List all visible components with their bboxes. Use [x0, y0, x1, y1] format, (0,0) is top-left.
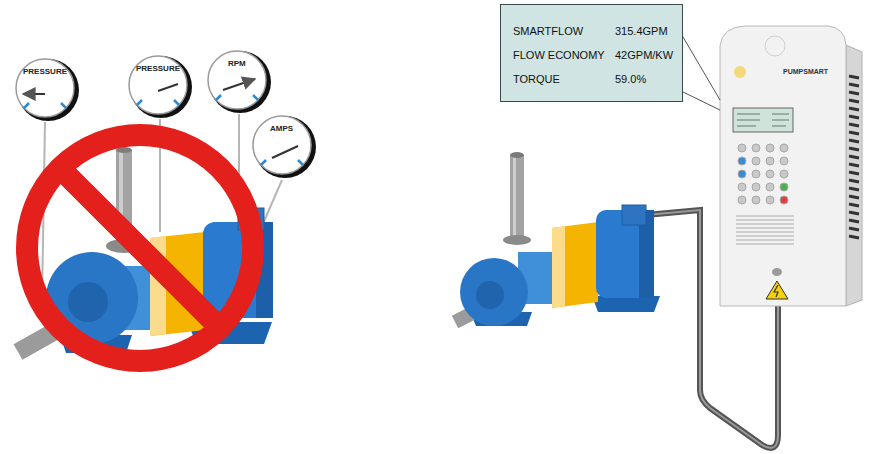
front-vents — [736, 216, 794, 244]
gauge-label: AMPS — [270, 125, 293, 133]
gauge-face — [250, 113, 318, 181]
readout-value: 59.0% — [615, 74, 646, 85]
brand-label: PUMPSMART — [783, 68, 828, 75]
key — [752, 196, 760, 204]
terminal-box — [622, 205, 646, 225]
pipe-end — [510, 152, 524, 158]
gauge-ticks — [216, 95, 258, 100]
prohibition-ring — [27, 135, 253, 361]
readout-value: 42GPM/KW — [615, 50, 673, 61]
stop-key — [780, 196, 788, 204]
drive-unit — [720, 26, 862, 306]
top-dome — [765, 36, 785, 56]
readout-name: SMARTFLOW — [513, 26, 583, 37]
gauge-label: PRESSURE — [23, 68, 67, 76]
key — [738, 170, 746, 178]
gauge-face — [205, 48, 273, 116]
drive-side — [846, 45, 862, 306]
pipe-highlight — [513, 155, 516, 240]
gauge-needle — [223, 79, 255, 90]
readout-callout: SMARTFLOW 315.4GPM FLOW ECONOMY 42GPM/KW TOR… — [500, 4, 683, 102]
gauge-dial — [16, 59, 74, 117]
gauge-needle — [158, 84, 178, 91]
key — [752, 157, 760, 165]
rpm-gauge: RPM — [205, 48, 273, 116]
pressure-gauge: PRESSURE — [13, 56, 81, 124]
maker-logo — [734, 66, 746, 78]
gauge-rim — [130, 56, 192, 118]
key — [766, 183, 774, 191]
pipe-flange — [503, 235, 531, 245]
key — [766, 170, 774, 178]
prohibition-sign — [27, 135, 253, 361]
gauge-ticks — [24, 103, 66, 108]
indicator-lamp — [772, 268, 782, 276]
gauge-label: PRESSURE — [136, 65, 180, 73]
gauge-rim — [17, 59, 79, 121]
gauge-label: RPM — [228, 60, 246, 68]
discharge-pipe — [510, 155, 524, 240]
key — [738, 196, 746, 204]
volute-eye — [68, 282, 108, 322]
drive-housing: PUMPSMART — [720, 26, 862, 306]
key — [766, 157, 774, 165]
gauge-rim — [254, 116, 316, 178]
amps-gauge: AMPS — [250, 113, 318, 181]
warning-triangle — [766, 281, 788, 299]
key — [738, 144, 746, 152]
gauge-needle — [23, 93, 45, 95]
side-vents — [849, 76, 859, 238]
warning-bolt — [774, 285, 778, 297]
volute-eye — [476, 281, 504, 309]
gauge-dial — [129, 56, 187, 114]
readout-name: TORQUE — [513, 74, 560, 85]
pump-volute — [460, 258, 528, 326]
key — [752, 144, 760, 152]
key — [752, 170, 760, 178]
key — [780, 157, 788, 165]
readout-name: FLOW ECONOMY — [513, 50, 605, 61]
motor-foot — [592, 296, 660, 312]
readout-value: 315.4GPM — [615, 26, 668, 37]
gauge-needle — [272, 146, 298, 158]
right-pump — [455, 152, 660, 326]
gauge-rim — [209, 51, 271, 113]
display-lines — [737, 114, 789, 126]
prohibition-slash — [60, 168, 220, 328]
gauge-ticks — [137, 100, 179, 105]
guard-face — [552, 226, 565, 308]
keypad — [738, 144, 788, 204]
key — [766, 196, 774, 204]
gauge-face — [126, 53, 194, 121]
key — [738, 183, 746, 191]
gauge-dial — [253, 116, 311, 174]
drive-front — [720, 26, 846, 306]
start-key — [780, 183, 788, 191]
gauge-ticks — [261, 160, 303, 165]
key — [752, 183, 760, 191]
zoom-leader — [683, 92, 720, 110]
drive-display — [733, 108, 793, 132]
pole — [262, 180, 282, 226]
key — [738, 157, 746, 165]
key — [766, 144, 774, 152]
gauge-dial — [208, 51, 266, 109]
key — [780, 144, 788, 152]
coupling-guard — [552, 222, 598, 308]
pressure-gauge: PRESSURE — [126, 53, 194, 121]
key — [780, 170, 788, 178]
gauge-face — [13, 56, 81, 124]
